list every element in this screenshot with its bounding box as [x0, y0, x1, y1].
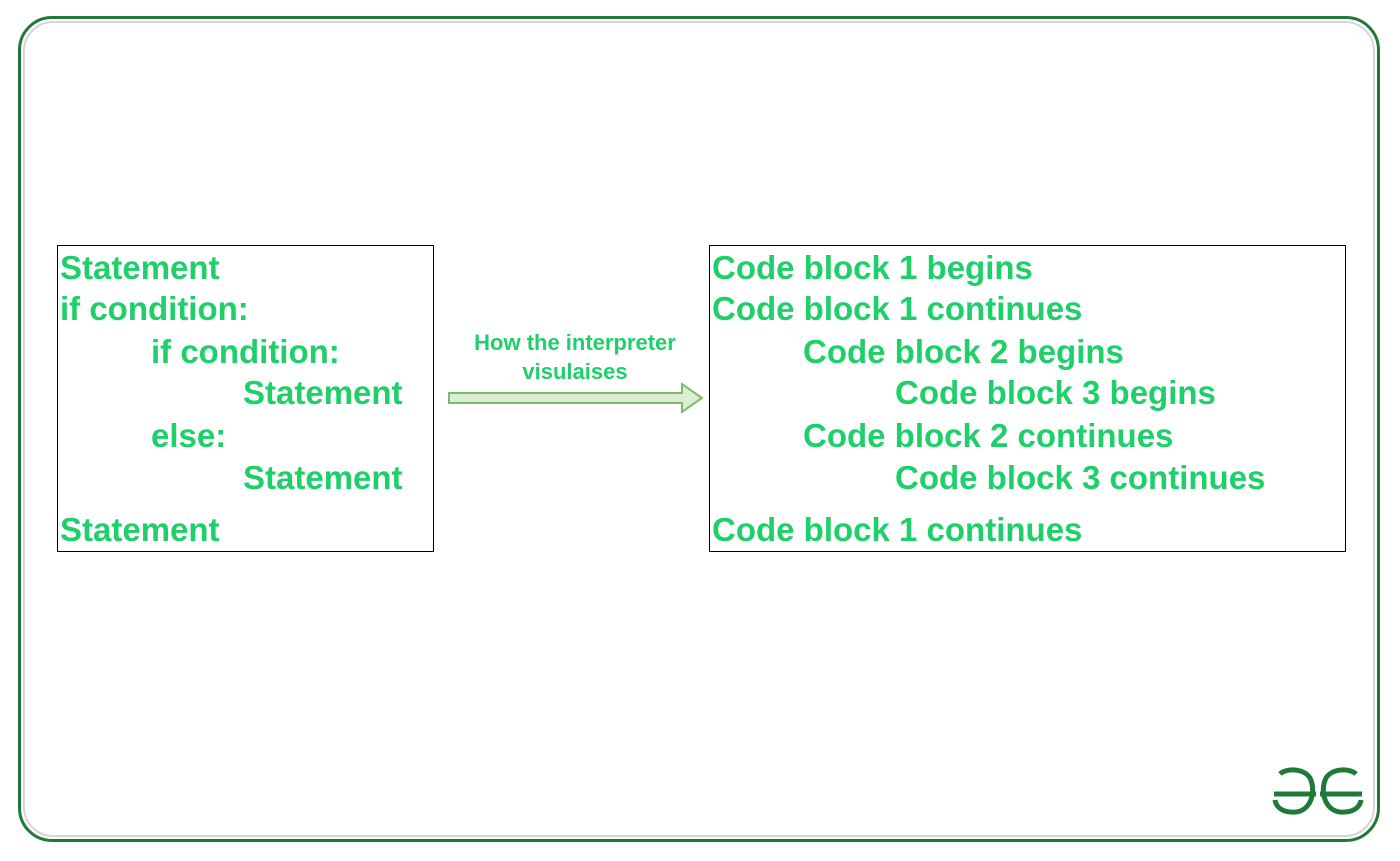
right-line-7: Code block 1 continues: [712, 511, 1083, 548]
right-line-5: Code block 2 continues: [803, 417, 1174, 454]
right-arrow-icon: [448, 382, 704, 414]
left-line-7: Statement: [60, 511, 220, 548]
arrow-caption-line2: visulaises: [522, 359, 628, 384]
geeksforgeeks-logo-icon: [1272, 767, 1364, 815]
left-line-4: Statement: [243, 374, 403, 411]
left-line-5: else:: [151, 417, 227, 454]
interpreter-view-box: Code block 1 begins Code block 1 continu…: [709, 245, 1346, 552]
arrow-caption: How the interpreter visulaises: [440, 328, 710, 386]
left-line-6: Statement: [243, 459, 403, 496]
right-line-3: Code block 2 begins: [803, 333, 1124, 370]
frame-shadow: [23, 21, 1375, 837]
right-line-4: Code block 3 begins: [895, 374, 1216, 411]
outer-frame: [18, 16, 1380, 842]
left-line-3: if condition:: [151, 333, 340, 370]
source-code-box: Statement if condition: if condition: St…: [57, 245, 434, 552]
arrow-caption-line1: How the interpreter: [474, 330, 676, 355]
right-line-2: Code block 1 continues: [712, 290, 1083, 327]
right-line-6: Code block 3 continues: [895, 459, 1266, 496]
left-line-1: Statement: [60, 249, 220, 286]
left-line-2: if condition:: [60, 290, 249, 327]
right-line-1: Code block 1 begins: [712, 249, 1033, 286]
